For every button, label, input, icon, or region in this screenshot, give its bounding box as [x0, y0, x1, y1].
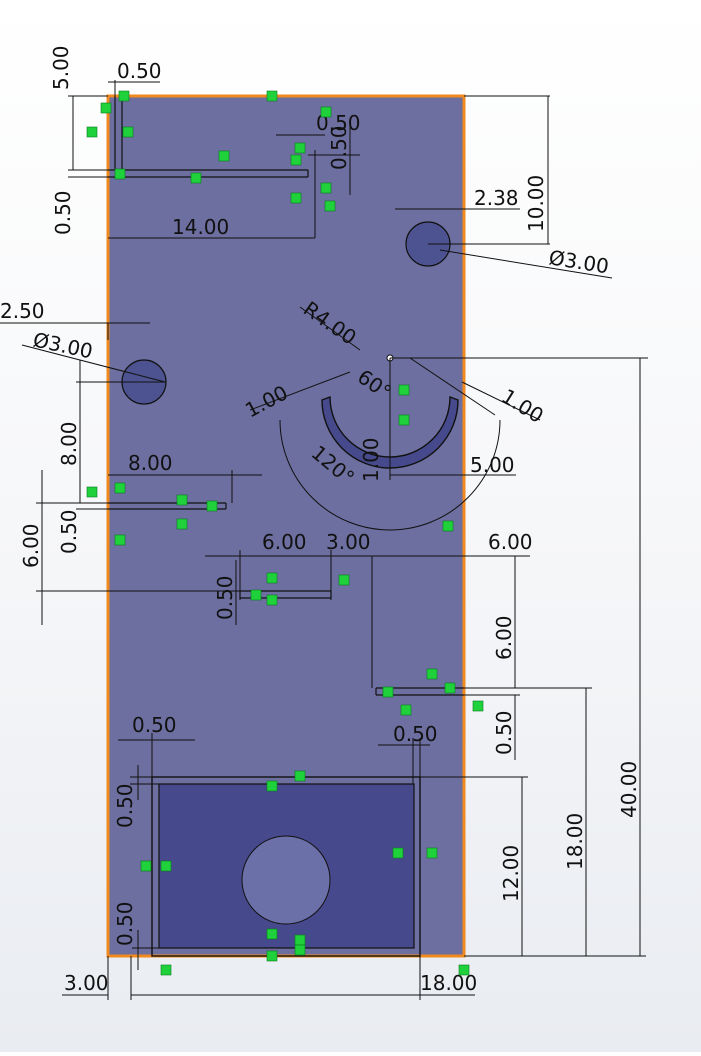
dim-6-v-right[interactable]: 6.00	[492, 615, 516, 660]
relation-marker-icon[interactable]	[294, 770, 306, 782]
relation-marker-icon[interactable]	[392, 847, 404, 859]
dim-500-mid[interactable]: 5.00	[470, 453, 515, 477]
relation-marker-icon[interactable]	[290, 154, 302, 166]
dim-8-h[interactable]: 8.00	[128, 451, 173, 475]
slot-top[interactable]	[108, 96, 309, 178]
dim-14[interactable]: 14.00	[172, 215, 229, 239]
dim-238[interactable]: 2.38	[474, 186, 519, 210]
dim-050-slotend-v[interactable]: 0.50	[327, 125, 351, 170]
relation-marker-icon[interactable]	[266, 594, 278, 606]
dim-050-pocket-top[interactable]: 0.50	[132, 713, 177, 737]
relation-marker-icon[interactable]	[160, 860, 172, 872]
relation-marker-icon[interactable]	[444, 682, 456, 694]
pocket-outline[interactable]	[151, 776, 421, 957]
relation-marker-icon[interactable]	[114, 168, 126, 180]
dim-050-topleft[interactable]: 0.50	[117, 59, 162, 83]
dim-8-v[interactable]: 8.00	[57, 421, 81, 466]
relation-marker-icon[interactable]	[400, 704, 412, 716]
relation-marker-icon[interactable]	[382, 686, 394, 698]
relation-marker-icon[interactable]	[266, 780, 278, 792]
dim-5-top[interactable]: 5.00	[49, 45, 73, 90]
relation-marker-icon[interactable]	[426, 668, 438, 680]
relation-marker-icon[interactable]	[160, 964, 172, 976]
relation-marker-icon[interactable]	[294, 142, 306, 154]
relation-marker-icon[interactable]	[426, 847, 438, 859]
dim-050-pocket-right[interactable]: 0.50	[393, 722, 438, 746]
dim-100-center[interactable]: 1.00	[359, 437, 383, 482]
dim-050-right[interactable]: 0.50	[492, 710, 516, 755]
relation-marker-icon[interactable]	[458, 964, 470, 976]
dimension-lines	[0, 80, 648, 1000]
relation-marker-icon[interactable]	[320, 106, 332, 118]
relation-marker-icon[interactable]	[190, 172, 202, 184]
slot-left[interactable]	[108, 502, 227, 510]
dim-6-right[interactable]: 6.00	[488, 530, 533, 554]
relation-marker-icon[interactable]	[122, 126, 134, 138]
dim-3-mid[interactable]: 3.00	[326, 530, 371, 554]
relation-marker-icon[interactable]	[176, 518, 188, 530]
relation-marker-icon[interactable]	[140, 860, 152, 872]
relation-marker-icon[interactable]	[250, 589, 262, 601]
dia-right[interactable]: Ø3.00	[547, 245, 610, 278]
dim-40[interactable]: 40.00	[617, 761, 641, 818]
relation-marker-icon[interactable]	[398, 414, 410, 426]
relation-marker-icon[interactable]	[86, 486, 98, 498]
relation-marker-icon[interactable]	[114, 482, 126, 494]
dim-050-pocket-bottom[interactable]: 0.50	[113, 901, 137, 946]
dim-050-left2[interactable]: 0.50	[57, 509, 81, 554]
relation-marker-icon[interactable]	[324, 200, 336, 212]
relation-markers	[86, 90, 484, 976]
relation-marker-icon[interactable]	[206, 500, 218, 512]
dia-left[interactable]: Ø3.00	[31, 327, 95, 363]
dim-050-pocket-left[interactable]: 0.50	[113, 783, 137, 828]
relation-marker-icon[interactable]	[472, 700, 484, 712]
relation-marker-icon[interactable]	[176, 494, 188, 506]
dim-3-bottom[interactable]: 3.00	[64, 971, 109, 995]
relation-marker-icon[interactable]	[100, 102, 112, 114]
dim-050-mid[interactable]: 0.50	[213, 575, 237, 620]
relation-marker-icon[interactable]	[266, 950, 278, 962]
relation-marker-icon[interactable]	[266, 90, 278, 102]
relation-marker-icon[interactable]	[294, 944, 306, 956]
dim-6-mid[interactable]: 6.00	[262, 530, 307, 554]
boss-circle[interactable]	[241, 835, 331, 925]
relation-marker-icon[interactable]	[266, 572, 278, 584]
relation-marker-icon[interactable]	[266, 928, 278, 940]
relation-marker-icon[interactable]	[320, 182, 332, 194]
dim-050-left1[interactable]: 0.50	[51, 190, 75, 235]
dim-100-right[interactable]: 1.00	[497, 384, 547, 428]
relation-marker-icon[interactable]	[338, 574, 350, 586]
dim-12-v[interactable]: 12.00	[499, 845, 523, 902]
dim-18-v[interactable]: 18.00	[563, 813, 587, 870]
relation-marker-icon[interactable]	[294, 934, 306, 946]
relation-marker-icon[interactable]	[118, 90, 130, 102]
relation-marker-icon[interactable]	[218, 150, 230, 162]
arc-slot[interactable]	[321, 395, 459, 469]
relation-marker-icon[interactable]	[398, 384, 410, 396]
dim-10[interactable]: 10.00	[524, 175, 548, 232]
relation-marker-icon[interactable]	[290, 192, 302, 204]
dim-6-left[interactable]: 6.00	[19, 523, 43, 568]
relation-marker-icon[interactable]	[114, 534, 126, 546]
relation-marker-icon[interactable]	[86, 126, 98, 138]
relation-marker-icon[interactable]	[442, 520, 454, 532]
dim-250[interactable]: 2.50	[0, 299, 45, 323]
